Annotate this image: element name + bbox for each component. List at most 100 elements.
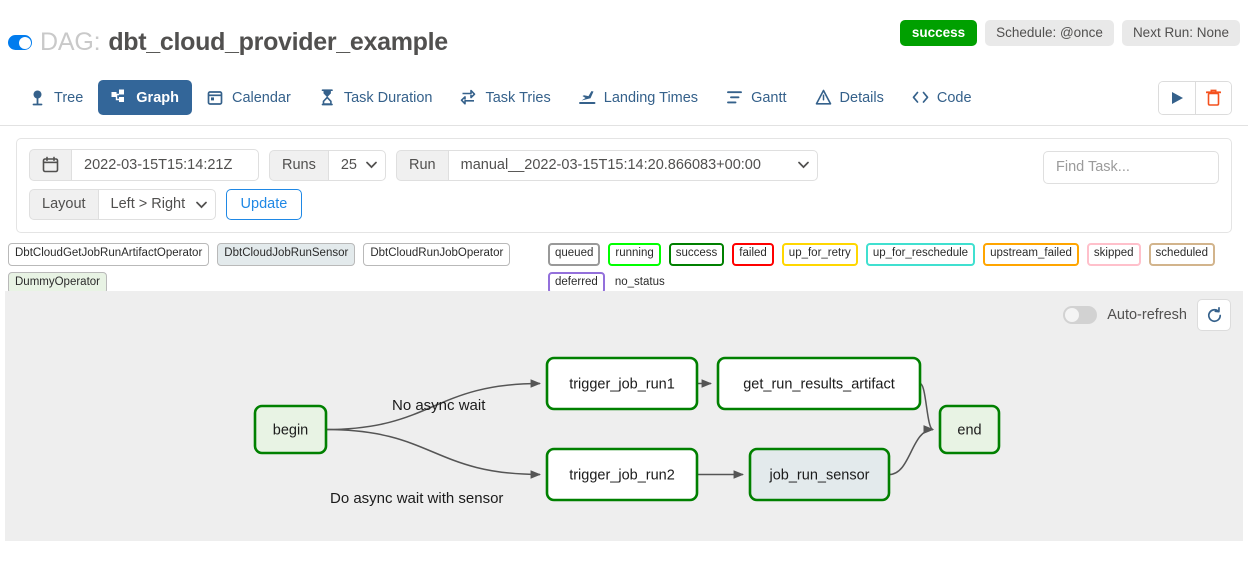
refresh-icon <box>1207 306 1221 322</box>
graph-edge-label: Do async wait with sensor <box>330 490 503 507</box>
graph-icon <box>111 89 125 102</box>
execution-date-input[interactable]: 2022-03-15T15:14:21Z <box>71 149 259 181</box>
tab-details[interactable]: Details <box>802 80 897 115</box>
node-label: job_run_sensor <box>769 467 870 483</box>
graph-node-begin[interactable]: begin <box>253 404 328 455</box>
node-label: get_run_results_artifact <box>743 376 895 392</box>
state-chip: success <box>668 243 725 266</box>
retry-icon <box>461 89 476 105</box>
execution-date-group: 2022-03-15T15:14:21Z <box>29 149 259 181</box>
calendar-glyph-icon <box>42 156 59 173</box>
page-header: DAG: dbt_cloud_provider_example success … <box>0 0 1248 70</box>
runs-count-group: Runs 25 <box>269 149 386 181</box>
find-task-input[interactable] <box>1043 151 1219 184</box>
node-box <box>253 404 328 455</box>
refresh-controls: Auto-refresh <box>1063 299 1231 331</box>
tab-graph[interactable]: Graph <box>98 80 192 115</box>
operator-legend: DbtCloudGetJobRunArtifactOperator DbtClou… <box>8 243 543 294</box>
state-chip: up_for_reschedule <box>865 243 976 266</box>
calendar-icon <box>207 89 224 106</box>
graph-node-get_run_results_artifact[interactable]: get_run_results_artifact <box>716 356 922 411</box>
graph-edge <box>325 379 542 431</box>
tab-label: Task Tries <box>485 89 551 106</box>
calendar-icon[interactable] <box>29 149 71 181</box>
node-label: end <box>957 422 981 438</box>
state-chip: no_status <box>612 271 667 294</box>
tab-task-duration[interactable]: Task Duration <box>306 80 446 115</box>
tab-label: Graph <box>136 89 179 106</box>
node-box <box>716 356 922 411</box>
node-label: begin <box>273 422 308 438</box>
refresh-button[interactable] <box>1197 299 1231 331</box>
operator-chip: DbtCloudGetJobRunArtifactOperator <box>8 243 210 266</box>
schedule-badge: Schedule: @once <box>985 20 1114 46</box>
node-box <box>938 404 1001 455</box>
graph-edge <box>919 382 935 434</box>
retry-icon <box>460 89 477 106</box>
hourglass-icon <box>321 89 333 106</box>
graph-node-trigger_job_run2[interactable]: trigger_job_run2 <box>545 447 699 502</box>
runs-select[interactable]: 25 <box>327 149 386 181</box>
run-label: Run <box>396 149 448 181</box>
graph-edge <box>325 428 542 479</box>
delete-dag-button[interactable] <box>1195 81 1231 114</box>
tab-landing-times[interactable]: Landing Times <box>566 80 711 115</box>
graph-icon <box>111 89 128 106</box>
state-chip: queued <box>548 243 601 266</box>
calendar-icon <box>207 91 223 105</box>
state-chip: up_for_retry <box>781 243 858 266</box>
graph-node-job_run_sensor[interactable]: job_run_sensor <box>748 447 891 502</box>
graph-controls-toolbar: 2022-03-15T15:14:21Z Runs 25 Run manual_… <box>16 138 1232 233</box>
tab-code[interactable]: Code <box>899 80 985 115</box>
node-box <box>545 447 699 502</box>
play-icon <box>1171 91 1183 104</box>
state-chip: skipped <box>1086 243 1141 266</box>
tree-icon <box>29 89 46 106</box>
graph-legend: DbtCloudGetJobRunArtifactOperator DbtClou… <box>0 241 1248 294</box>
trigger-dag-button[interactable] <box>1159 81 1195 114</box>
graph-node-end[interactable]: end <box>938 404 1001 455</box>
toolbar-row-1: 2022-03-15T15:14:21Z Runs 25 Run manual_… <box>29 149 1219 181</box>
header-badges: success Schedule: @once Next Run: None <box>899 20 1240 46</box>
node-box <box>545 356 699 411</box>
code-icon <box>912 89 929 106</box>
tab-label: Gantt <box>751 89 787 106</box>
page-title: dbt_cloud_provider_example <box>108 28 448 56</box>
tab-label: Task Duration <box>343 89 433 106</box>
tab-tree[interactable]: Tree <box>16 80 96 115</box>
node-label: trigger_job_run1 <box>569 376 675 392</box>
dag-actions <box>1158 80 1232 115</box>
graph-node-trigger_job_run1[interactable]: trigger_job_run1 <box>545 356 699 411</box>
tab-label: Tree <box>54 89 84 106</box>
update-button[interactable]: Update <box>225 189 303 220</box>
status-badge: success <box>899 20 978 46</box>
code-icon <box>912 91 929 103</box>
dag-pause-toggle-icon[interactable] <box>8 35 32 50</box>
layout-group: Layout Left > Right <box>29 189 216 220</box>
operator-chip: DbtCloudJobRunSensor <box>217 243 356 266</box>
tab-calendar[interactable]: Calendar <box>194 80 304 115</box>
layout-select[interactable]: Left > Right <box>97 189 216 220</box>
auto-refresh-label: Auto-refresh <box>1107 307 1187 323</box>
tab-task-tries[interactable]: Task Tries <box>447 80 563 115</box>
state-chip: scheduled <box>1148 243 1215 266</box>
state-chip: upstream_failed <box>983 243 1079 266</box>
view-tabs: Tree Graph Calendar Task Duration Task Tries… <box>0 70 1248 126</box>
gantt-icon <box>727 91 743 104</box>
next-run-badge: Next Run: None <box>1121 20 1240 46</box>
runs-label: Runs <box>269 149 328 181</box>
run-select[interactable]: manual__2022-03-15T15:14:20.866083+00:00 <box>447 149 818 181</box>
dag-prefix-label: DAG: <box>40 28 101 56</box>
tab-label: Landing Times <box>603 89 699 106</box>
landing-icon <box>578 89 596 106</box>
auto-refresh-toggle[interactable] <box>1063 306 1098 324</box>
state-chip: running <box>608 243 661 266</box>
tab-gantt[interactable]: Gantt <box>713 80 799 115</box>
tree-icon <box>32 90 43 106</box>
trash-icon <box>1206 89 1221 106</box>
graph-edge <box>888 425 935 476</box>
node-label: trigger_job_run2 <box>569 467 675 483</box>
